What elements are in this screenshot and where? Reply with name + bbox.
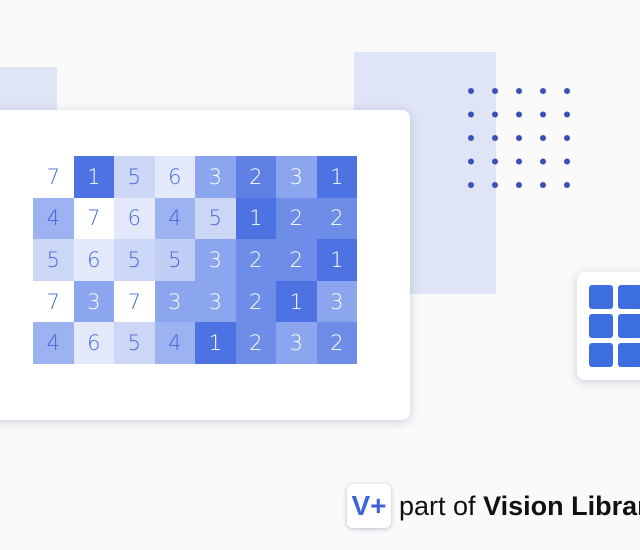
heatmap-cell: 3: [73, 280, 114, 323]
dot: [564, 111, 570, 118]
heatmap-cell: 5: [195, 197, 236, 240]
heatmap-cell: 3: [276, 156, 317, 198]
dot: [516, 135, 522, 141]
heatmap-cell: 3: [195, 239, 236, 281]
dot: [540, 88, 546, 94]
grid-icon-tile: [618, 314, 640, 338]
dot: [564, 158, 570, 165]
heatmap-cell: 6: [154, 156, 195, 198]
heatmap-cell: 5: [33, 239, 74, 281]
decorative-rect-left: [0, 67, 57, 112]
heatmap-cell: 3: [195, 280, 236, 323]
heatmap-cell: 3: [316, 280, 357, 323]
heatmap-cell: 1: [316, 156, 357, 198]
dot: [468, 158, 474, 165]
heatmap-cell: 1: [235, 197, 276, 240]
brand-prefix: part of: [399, 490, 476, 521]
brand-text: part of Vision Library: [399, 491, 640, 522]
dot-grid-decoration: [468, 88, 570, 188]
dot: [492, 158, 498, 165]
grid-icon-tile: [589, 314, 613, 338]
grid-icon: [589, 285, 640, 367]
dot: [492, 135, 498, 141]
heatmap-cell: 3: [154, 280, 195, 323]
heatmap-cell: 2: [235, 280, 276, 323]
grid-icon-tile: [589, 343, 613, 367]
dot: [516, 111, 522, 118]
dot: [564, 88, 570, 94]
heatmap-cell: 2: [235, 239, 276, 281]
heatmap-cell: 6: [73, 322, 114, 364]
dot: [468, 111, 474, 118]
heatmap-cell: 5: [154, 239, 195, 281]
heatmap-cell: 2: [316, 197, 357, 240]
dot: [564, 182, 570, 188]
heatmap-cell: 2: [235, 322, 276, 364]
heatmap-cell: 2: [276, 197, 317, 240]
dot: [468, 182, 474, 188]
heatmap-cell: 1: [195, 322, 236, 364]
heatmap-cell: 7: [114, 280, 155, 323]
dot: [540, 135, 546, 141]
dot: [564, 135, 570, 141]
brand-footer: V+ part of Vision Library: [347, 484, 640, 528]
heatmap-cell: 2: [235, 156, 276, 198]
heatmap-cell: 7: [33, 280, 74, 323]
dot: [492, 182, 498, 188]
grid-icon-tile: [618, 285, 640, 309]
heatmap-cell: 6: [114, 197, 155, 240]
heatmap-cell: 7: [33, 156, 74, 198]
grid-icon-tile: [589, 285, 613, 309]
heatmap-cell: 4: [33, 197, 74, 240]
heatmap-cell: 3: [195, 156, 236, 198]
heatmap-cell: 1: [276, 280, 317, 323]
heatmap-cell: 3: [276, 322, 317, 364]
dot: [540, 158, 546, 165]
dot: [516, 182, 522, 188]
dot: [516, 88, 522, 94]
dot: [492, 111, 498, 118]
heatmap-cell: 4: [33, 322, 74, 364]
vplus-logo: V+: [347, 484, 391, 528]
grid-icon-tile: [618, 343, 640, 367]
heatmap-cell: 4: [154, 322, 195, 364]
heatmap-cell: 6: [73, 239, 114, 281]
heatmap-cell: 1: [73, 156, 114, 198]
heatmap-cell: 5: [114, 156, 155, 198]
heatmap-cell: 5: [114, 322, 155, 364]
dot: [540, 182, 546, 188]
dot: [468, 135, 474, 141]
heatmap-cell: 2: [276, 239, 317, 281]
heatmap-cell: 2: [316, 322, 357, 364]
heatmap-cell: 5: [114, 239, 155, 281]
heatmap-cell: 4: [154, 197, 195, 240]
heatmap-cell: 1: [316, 239, 357, 281]
brand-name: Vision Library: [483, 490, 640, 521]
dot: [492, 88, 498, 94]
dot: [468, 88, 474, 94]
side-card[interactable]: [577, 272, 640, 380]
heatmap-cell: 7: [73, 197, 114, 240]
dot: [540, 111, 546, 118]
dot: [516, 158, 522, 165]
